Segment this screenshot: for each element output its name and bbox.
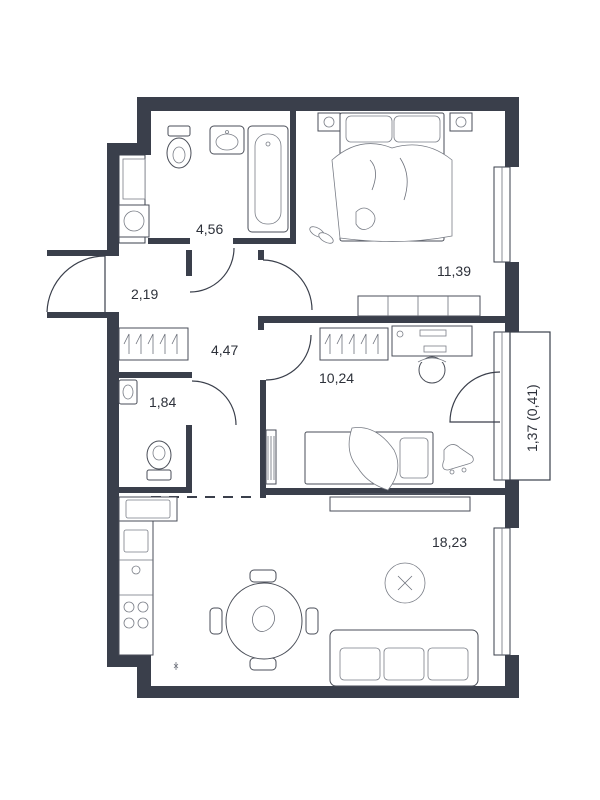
bathroom-fixtures [118, 125, 289, 238]
sparkle-icon [173, 662, 179, 670]
area-hall: 4,47 [211, 342, 238, 358]
washing-machine-icon [118, 158, 150, 238]
balcony [449, 331, 551, 481]
living-furniture [118, 493, 479, 687]
area-entry: 2,19 [131, 286, 158, 302]
hall-wardrobe [118, 327, 189, 361]
rug-icon [384, 562, 426, 604]
toilet-room-fixtures [118, 379, 172, 481]
area-bedroom2: 10,24 [319, 370, 354, 386]
nightstand-icon [317, 112, 473, 132]
roller-skates-icon [442, 444, 474, 475]
bedroom-furniture [309, 112, 481, 317]
cooktop-icon [123, 601, 149, 629]
area-living: 18,23 [432, 534, 467, 550]
sofa-icon [329, 629, 479, 687]
walls [47, 97, 519, 698]
bedroom2-furniture [265, 325, 474, 491]
bathtub-icon [247, 125, 289, 233]
sink-icon [118, 379, 138, 405]
desk-icon [391, 325, 473, 357]
room-labels: 4,56 11,39 2,19 4,47 10,24 1,84 18,23 1,… [131, 221, 540, 550]
area-bathroom: 4,56 [196, 221, 223, 237]
sink-icon [209, 125, 245, 155]
toilet-icon [146, 440, 172, 481]
area-bedroom: 11,39 [437, 263, 471, 279]
area-balcony: 1,37 (0,41) [524, 384, 540, 452]
doors [46, 247, 313, 498]
wardrobe-icon [118, 327, 189, 361]
wardrobe-icon [319, 327, 389, 361]
area-toilet: 1,84 [149, 394, 176, 410]
dining-table-icon [209, 569, 319, 671]
dog-toy-icon [355, 207, 376, 230]
bed-icon [304, 427, 434, 491]
bookshelf-icon [265, 429, 277, 485]
slippers-icon [309, 226, 334, 244]
wardrobe-icon [357, 295, 481, 317]
kitchen-counter [118, 496, 178, 656]
tv-icon [329, 493, 471, 512]
sink-icon [123, 529, 149, 575]
office-chair-icon [417, 356, 447, 384]
toilet-icon [166, 125, 192, 169]
bed-icon [331, 112, 453, 242]
